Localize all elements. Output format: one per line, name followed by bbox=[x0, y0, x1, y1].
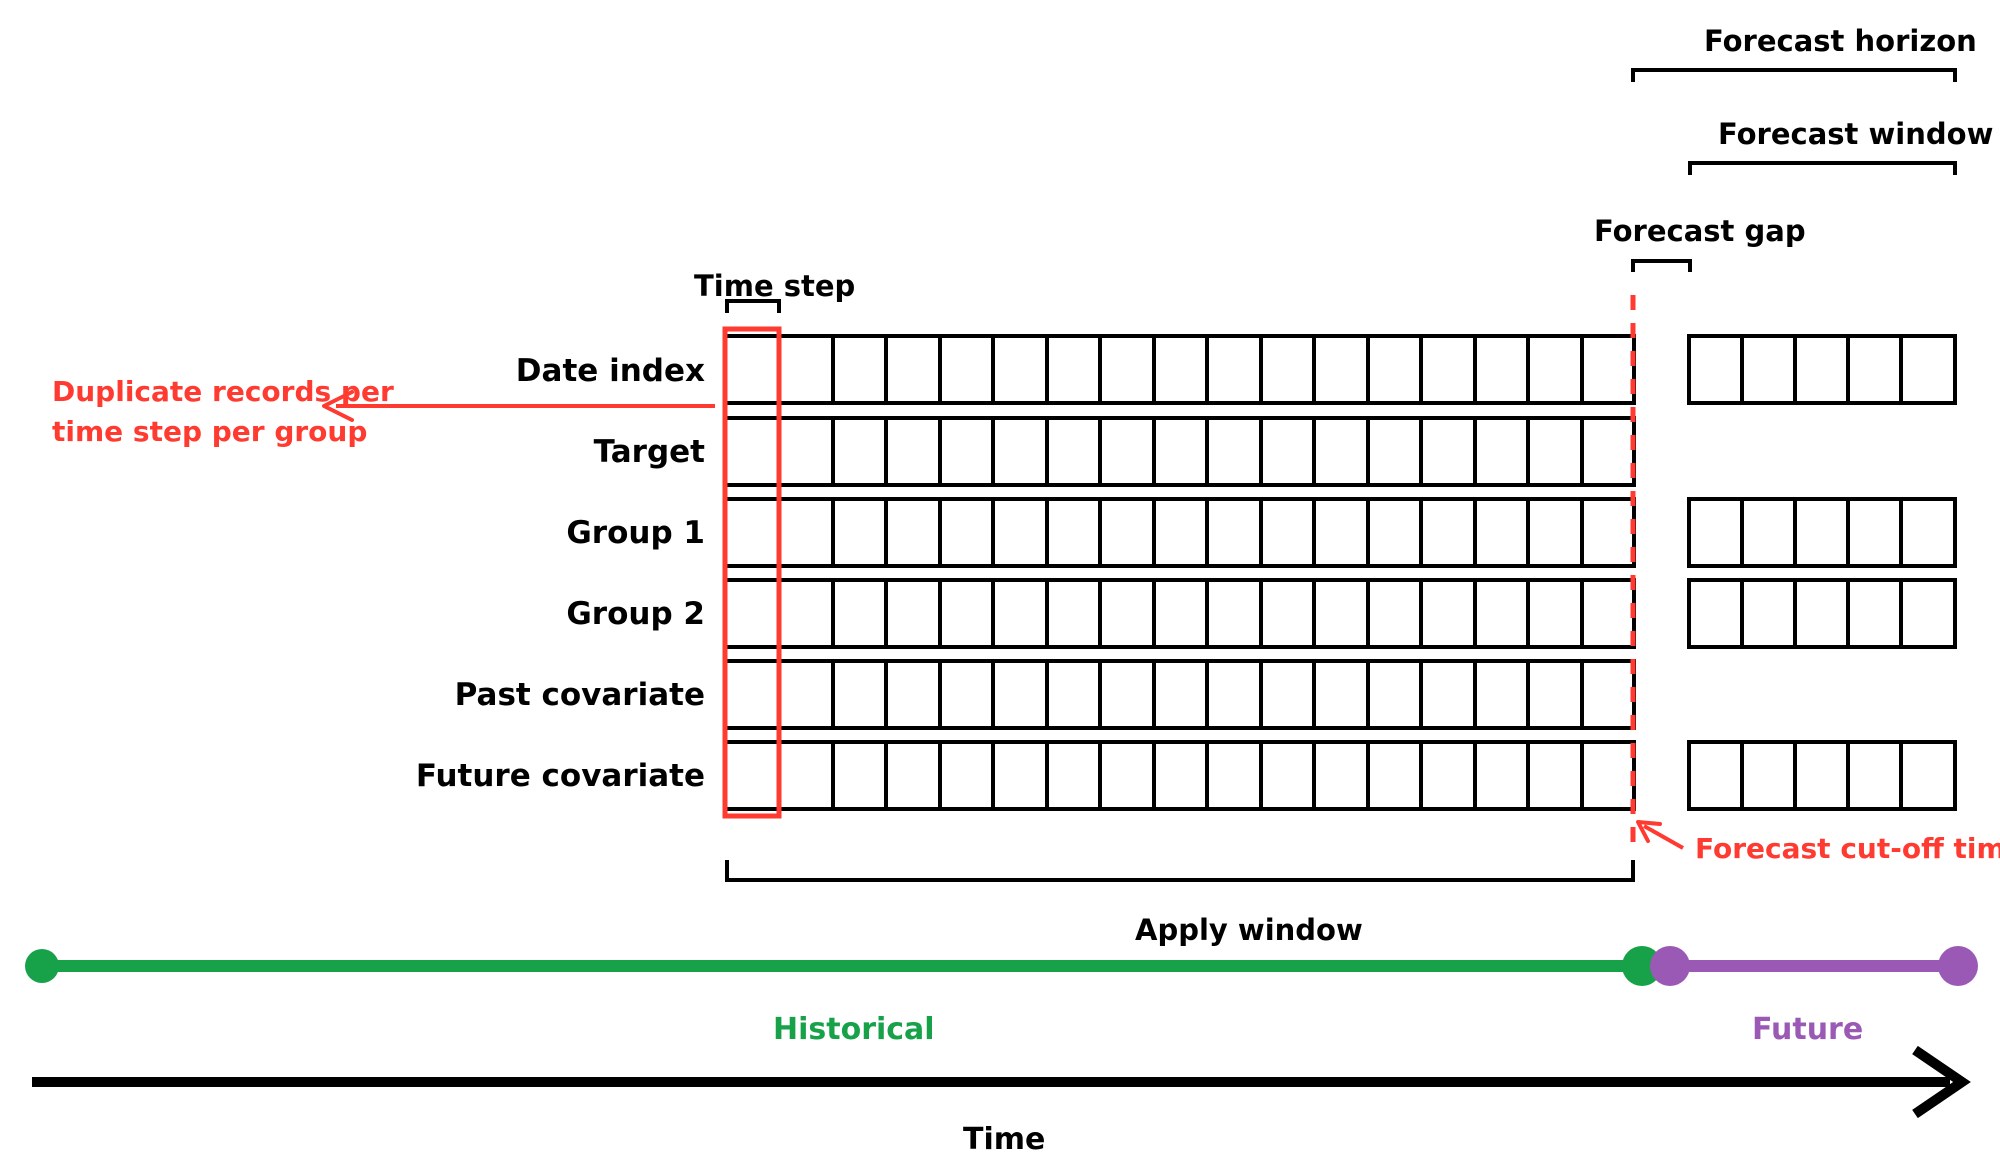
time-step-highlight bbox=[722, 326, 782, 819]
row-label-group-1: Group 1 bbox=[566, 515, 705, 551]
duplicate-records-line-1: Duplicate records per bbox=[52, 375, 394, 408]
row-past-covariate-cells bbox=[723, 659, 1636, 730]
row-label-group-2: Group 2 bbox=[566, 596, 705, 632]
row-group-2-cells bbox=[723, 578, 1957, 649]
row-label-target: Target bbox=[593, 434, 705, 470]
forecast-gap-label: Forecast gap bbox=[1594, 214, 1806, 248]
historical-label: Historical bbox=[773, 1012, 935, 1047]
row-target-cells bbox=[723, 416, 1636, 487]
apply-window-label: Apply window bbox=[1135, 913, 1363, 947]
forecast-cutoff-arrow bbox=[1636, 820, 1684, 850]
time-axis-arrow bbox=[32, 1045, 1971, 1119]
row-future-covariate-cells bbox=[723, 740, 1957, 811]
duplicate-records-line-2: time step per group bbox=[52, 415, 368, 448]
row-date-index-cells bbox=[723, 334, 1957, 405]
row-group-1-cells bbox=[723, 497, 1957, 568]
row-label-past-covariate: Past covariate bbox=[454, 677, 705, 713]
forecast-horizon-label: Forecast horizon bbox=[1704, 24, 1977, 58]
historical-timeline bbox=[25, 946, 1662, 986]
duplicate-records-annotation: Duplicate records per time step per grou… bbox=[52, 372, 394, 452]
row-label-date-index: Date index bbox=[515, 353, 705, 389]
row-label-future-covariate: Future covariate bbox=[415, 758, 705, 794]
forecast-window-label: Forecast window bbox=[1718, 117, 1994, 151]
time-step-label: Time step bbox=[694, 269, 856, 303]
apply-window-bracket bbox=[725, 860, 1635, 882]
future-timeline bbox=[1650, 946, 1978, 986]
forecast-window-bracket bbox=[1688, 161, 1957, 175]
time-axis-label: Time bbox=[963, 1122, 1046, 1157]
forecast-horizon-bracket bbox=[1631, 68, 1957, 82]
forecast-gap-bracket bbox=[1631, 259, 1692, 272]
forecast-cutoff-label: Forecast cut-off time bbox=[1695, 832, 2000, 865]
future-label: Future bbox=[1752, 1012, 1864, 1047]
